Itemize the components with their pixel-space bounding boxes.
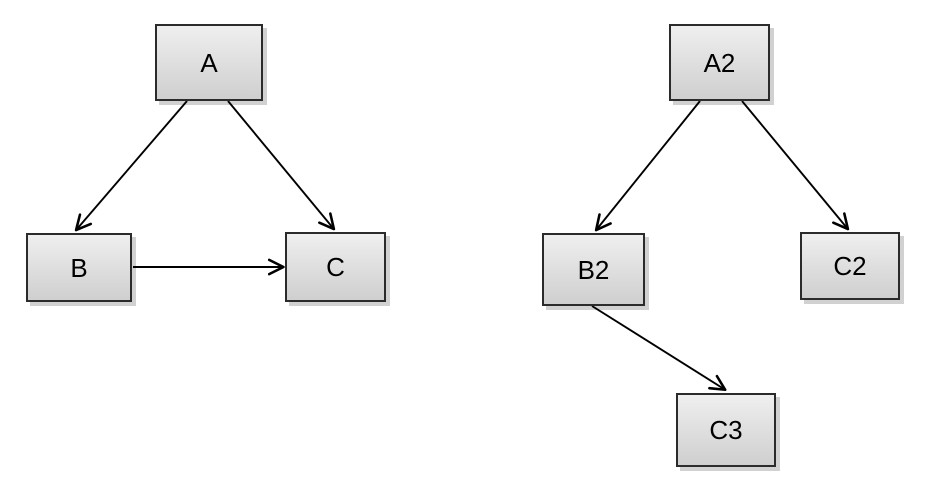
node-label: A2 <box>703 47 736 78</box>
node-b[interactable]: B <box>26 233 132 302</box>
node-label: A <box>200 47 218 78</box>
node-label: C2 <box>833 251 867 281</box>
node-label: C3 <box>709 415 743 445</box>
edge-a-to-b <box>74 100 188 232</box>
node-a2[interactable]: A2 <box>669 24 770 101</box>
node-label: C <box>326 252 345 282</box>
edge-b2-to-c3 <box>591 305 727 392</box>
node-a[interactable]: A <box>155 24 263 101</box>
node-c3[interactable]: C3 <box>676 393 776 467</box>
edge-a2-to-c2 <box>741 100 850 231</box>
node-c[interactable]: C <box>285 232 386 302</box>
edge-a2-to-b2 <box>594 100 701 232</box>
node-c2[interactable]: C2 <box>800 232 900 300</box>
node-b2[interactable]: B2 <box>542 233 645 306</box>
edge-a-to-c <box>227 100 336 231</box>
node-label: B2 <box>577 254 610 285</box>
node-label: B <box>70 252 88 283</box>
